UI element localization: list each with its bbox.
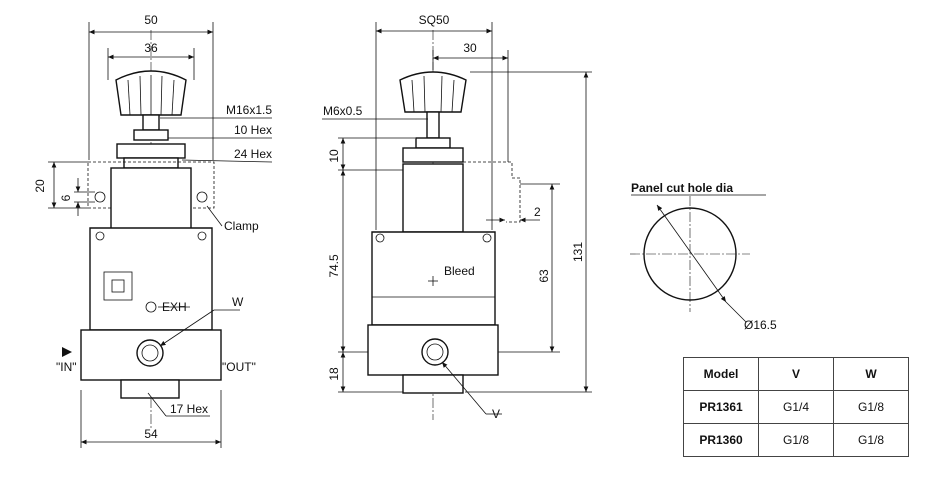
- label-bleed: Bleed: [444, 264, 475, 278]
- table-cell-model: PR1360: [683, 423, 759, 457]
- side-dim-2: 2: [534, 205, 541, 219]
- side-dim-74-5: 74.5: [327, 254, 341, 278]
- table-row: PR1361 G1/4 G1/8: [683, 390, 909, 424]
- front-dim-17-hex: 17 Hex: [170, 402, 208, 416]
- side-dim-63: 63: [537, 269, 551, 283]
- side-dim-sq50: SQ50: [419, 13, 450, 27]
- table-cell-model: PR1361: [683, 390, 759, 424]
- front-upper-body: [110, 167, 192, 231]
- front-dim-20: 20: [33, 179, 47, 193]
- panel-cut-view: Panel cut hole dia Ø16.5: [630, 181, 777, 332]
- side-dim-10: 10: [327, 149, 341, 163]
- front-dim-24-hex: 24 Hex: [234, 147, 272, 161]
- front-main-body: [89, 227, 213, 331]
- table-header-model: Model: [683, 357, 759, 391]
- label-clamp: Clamp: [224, 219, 259, 233]
- side-upper-body: [402, 163, 464, 233]
- front-dim-6: 6: [59, 194, 73, 201]
- side-dim-18: 18: [327, 367, 341, 381]
- side-view: SQ50 30 M6x0.5 10 74.5 18 63 131 2 Bleed…: [322, 13, 592, 421]
- label-exh: EXH: [162, 300, 187, 314]
- table-row: PR1360 G1/8 G1/8: [683, 423, 909, 457]
- table-cell-v: G1/8: [758, 423, 834, 457]
- front-view: 50 36 M16x1.5 10 Hex 24 Hex 20 6 Clamp E…: [33, 13, 272, 448]
- side-dim-thread: M6x0.5: [323, 104, 363, 118]
- panel-cut-diameter: Ø16.5: [744, 318, 777, 332]
- table-header-w: W: [833, 357, 909, 391]
- table-header-row: Model V W: [683, 357, 909, 391]
- front-dim-54: 54: [144, 427, 158, 441]
- label-v: V: [492, 407, 500, 421]
- side-dim-30: 30: [463, 41, 477, 55]
- label-out: "OUT": [222, 360, 256, 374]
- side-main-body: [371, 231, 496, 326]
- table-cell-w: G1/8: [833, 390, 909, 424]
- table-header-v: V: [758, 357, 834, 391]
- side-knob: [399, 71, 467, 113]
- front-dim-50: 50: [144, 13, 158, 27]
- spec-table: Model V W PR1361 G1/4 G1/8 PR1360 G1/8 G…: [683, 357, 909, 457]
- panel-cut-title: Panel cut hole dia: [631, 181, 733, 195]
- front-dim-thread: M16x1.5: [226, 103, 272, 117]
- table-cell-w: G1/8: [833, 423, 909, 457]
- label-in: "IN": [56, 360, 77, 374]
- side-dim-131: 131: [571, 242, 585, 262]
- table-cell-v: G1/4: [758, 390, 834, 424]
- front-dim-10-hex: 10 Hex: [234, 123, 272, 137]
- label-w: W: [232, 295, 244, 309]
- front-dim-36: 36: [144, 41, 158, 55]
